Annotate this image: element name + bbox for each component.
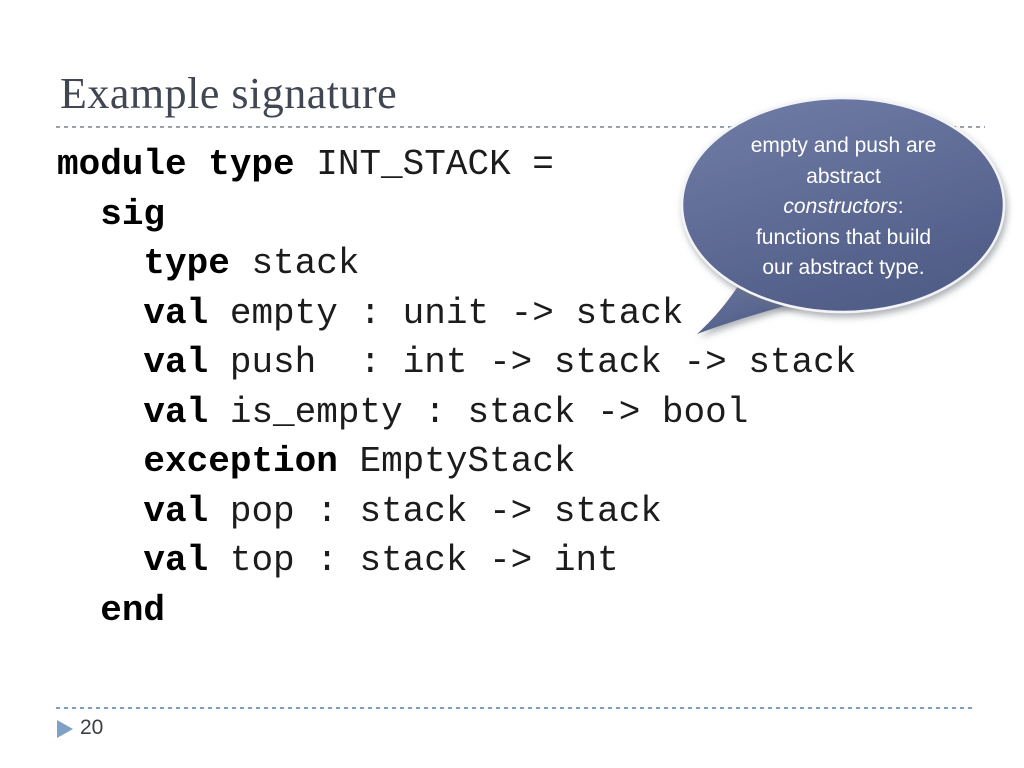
- code-line: module type INT_STACK =: [57, 144, 554, 185]
- code-line: exception EmptyStack: [143, 441, 576, 482]
- code-line: type stack: [143, 243, 360, 284]
- code-line: val is_empty : stack -> bool: [143, 391, 749, 433]
- callout-line: abstract: [806, 164, 881, 188]
- page-title: Example signature: [60, 69, 398, 118]
- code-line: end: [100, 589, 166, 631]
- callout-line: constructors:: [783, 195, 904, 218]
- next-slide-arrow-icon: [57, 720, 73, 738]
- callout-tail-shape: [697, 260, 815, 334]
- callout-line: functions that build: [755, 225, 932, 249]
- callout-bubble-shape: [680, 96, 1006, 314]
- title-divider: [56, 126, 985, 128]
- code-line: val push : int -> stack -> stack: [143, 342, 857, 383]
- callout-line: our abstract type.: [762, 256, 925, 279]
- footer-divider: [56, 707, 976, 709]
- code-line: val pop : stack -> stack: [143, 490, 662, 532]
- code-block: module type INT_STACK = sig type stack v…: [57, 140, 856, 635]
- code-line: val top : stack -> int: [143, 540, 619, 581]
- code-line: val empty : unit -> stack: [143, 292, 684, 334]
- page-number: 20: [80, 716, 104, 739]
- code-line: sig: [100, 193, 166, 235]
- callout-line: empty and push are: [750, 134, 937, 157]
- callout-text: empty and push are abstract constructors: f…: [700, 131, 987, 284]
